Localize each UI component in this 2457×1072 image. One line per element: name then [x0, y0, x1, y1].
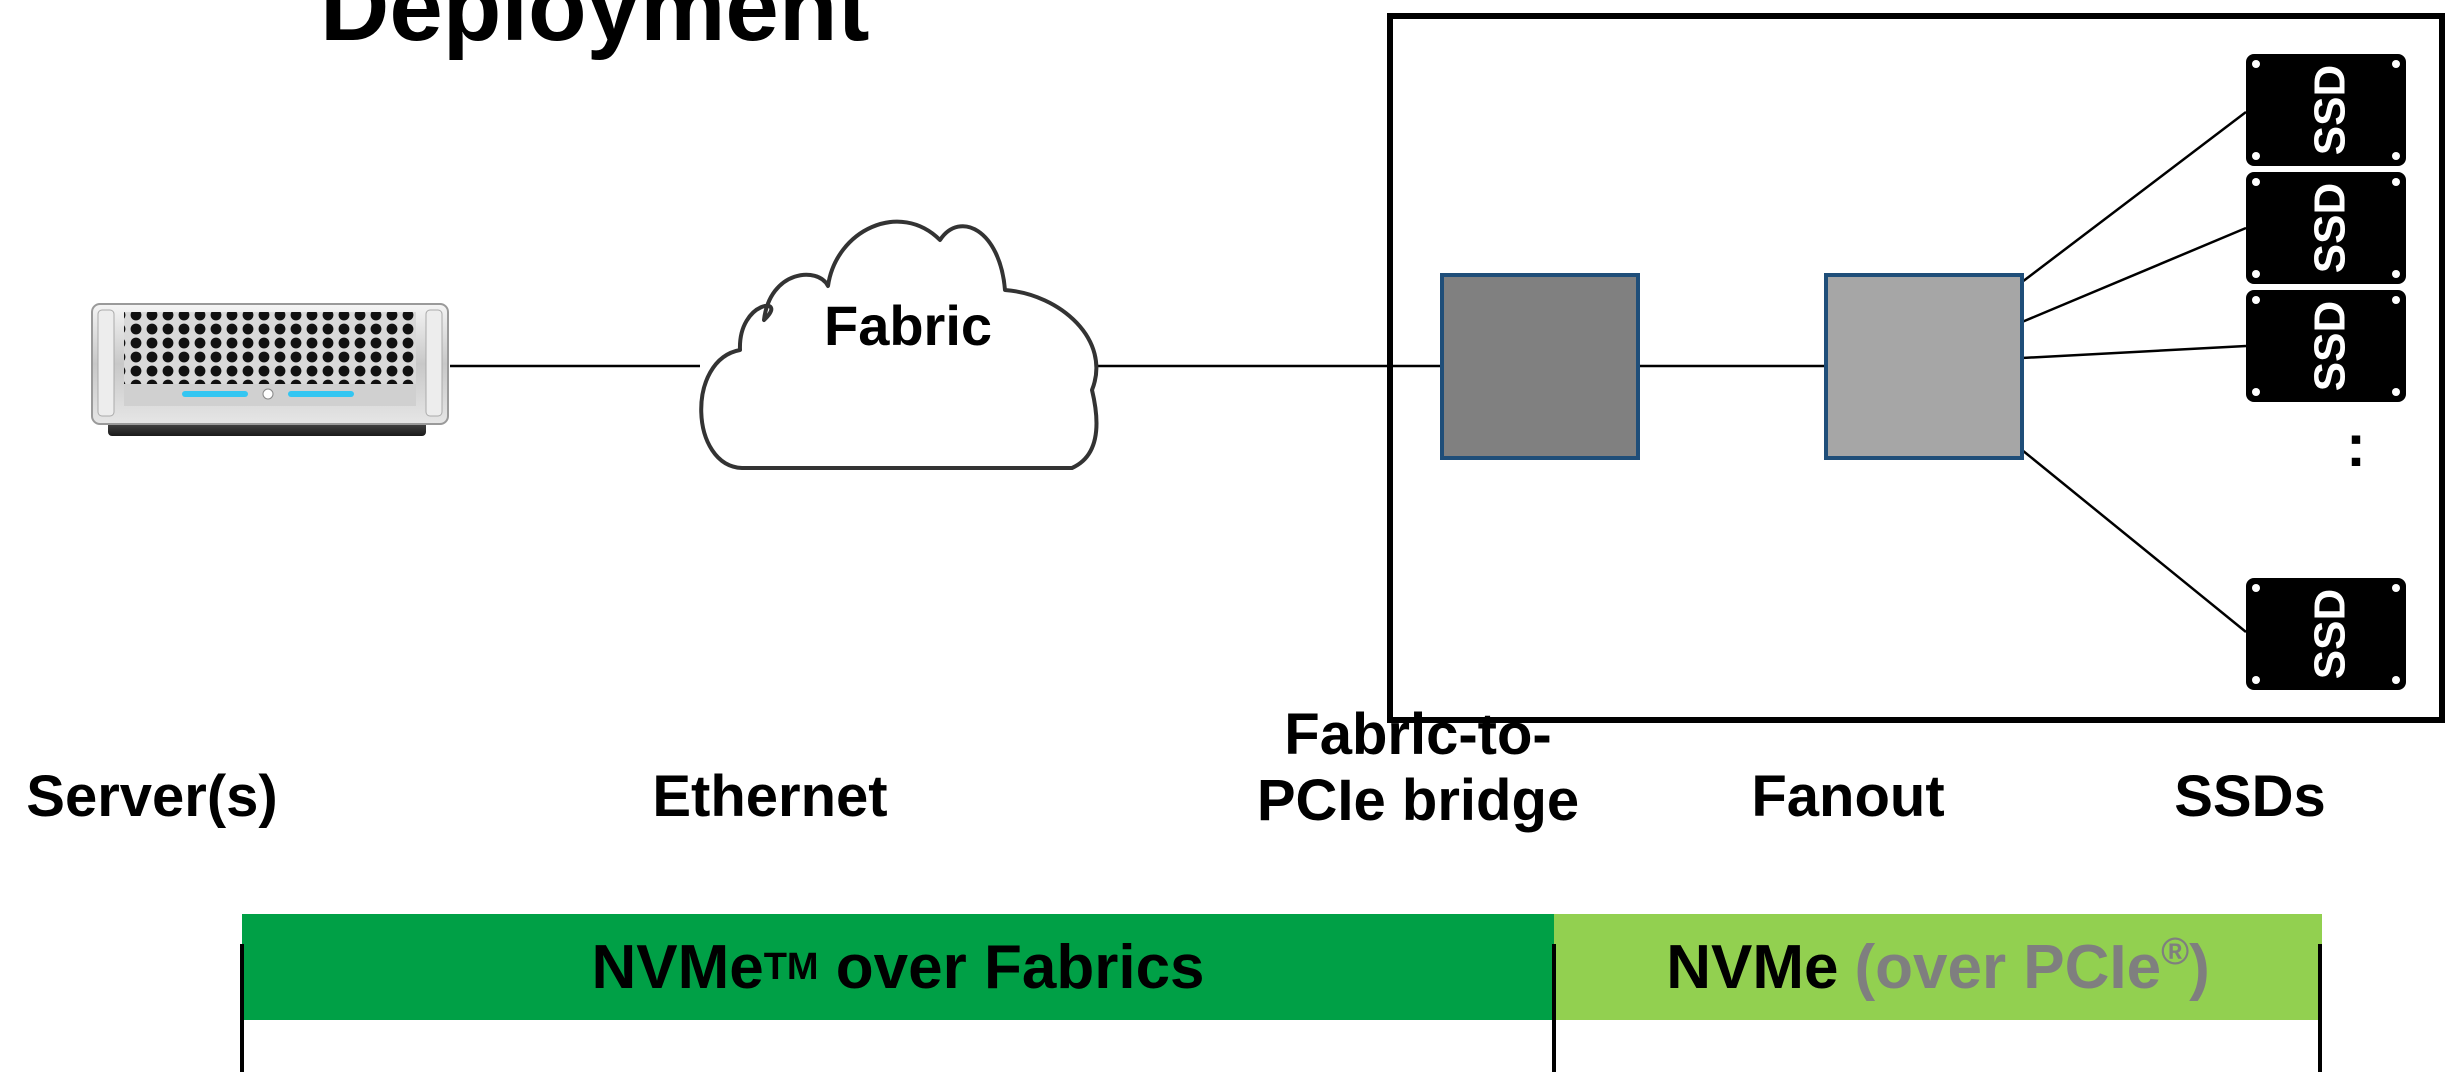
ssd-label: SSD	[2306, 65, 2355, 155]
ssd-screw	[2252, 296, 2260, 304]
ssd-screw	[2252, 270, 2260, 278]
ssd-screw	[2392, 584, 2400, 592]
cloud-icon	[699, 219, 1099, 470]
ssd-screw	[2252, 584, 2260, 592]
ssd-body	[2246, 172, 2406, 284]
page-title: Deployment	[320, 0, 870, 61]
ssd-drive-1: SSD	[2246, 54, 2406, 166]
fabric-cloud-label: Fabric	[824, 294, 993, 357]
ssd-screw	[2252, 60, 2260, 68]
bridge-label-line2: PCIe bridge	[1256, 768, 1580, 834]
ssd-label: SSD	[2306, 301, 2355, 391]
servers-label: Server(s)	[26, 764, 278, 829]
ethernet-label: Ethernet	[652, 764, 888, 829]
ssd-body	[2246, 290, 2406, 402]
ssd-body	[2246, 54, 2406, 166]
ssd-screw	[2252, 388, 2260, 396]
ssd-label: SSD	[2306, 183, 2355, 273]
nvmeof-prefix: NVMe	[591, 932, 764, 1002]
nvmeof-suffix: over Fabrics	[818, 932, 1205, 1002]
fanout-to-ssd-3-line	[2021, 344, 2247, 360]
ssd-screw	[2392, 270, 2400, 278]
nvme-over-pcie-bar: NVMe(over PCIe®)	[1554, 914, 2322, 1020]
ssd-drive-2: SSD	[2246, 172, 2406, 284]
bracket-tick-middle	[1552, 944, 1556, 1072]
ssd-screw	[2392, 296, 2400, 304]
bridge-label: Fabric-to- PCIe bridge	[1257, 702, 1579, 834]
ssd-drive-4: SSD	[2246, 578, 2406, 690]
trademark-mark: TM	[763, 945, 819, 988]
pcie-close-paren: )	[2189, 933, 2210, 1002]
ssd-screw	[2392, 178, 2400, 186]
storage-enclosure	[1387, 13, 2445, 723]
nvme-prefix: NVMe	[1666, 932, 1839, 1002]
ssd-screw	[2392, 60, 2400, 68]
bracket-tick-right	[2318, 944, 2322, 1072]
bridge-label-line1: Fabric-to-	[1284, 702, 1552, 767]
fanout-to-ssd-1-line	[2021, 111, 2247, 283]
ssd-ellipsis: :	[2346, 412, 2366, 479]
registered-mark: ®	[2161, 931, 2190, 973]
connection-lines	[450, 111, 2247, 633]
ssd-screw	[2252, 178, 2260, 186]
pcie-text: (over PCIe	[1854, 933, 2162, 1002]
nvme-over-pcie-note: (over PCIe®)	[1854, 931, 2209, 1003]
ssd-body	[2246, 578, 2406, 690]
fanout-to-ssd-2-line	[2021, 226, 2247, 324]
ssd-drive-3: SSD	[2246, 290, 2406, 402]
ssd-label: SSD	[2306, 589, 2355, 679]
fanout-label: Fanout	[1751, 764, 1945, 829]
ssd-screw	[2252, 152, 2260, 160]
ssds-label: SSDs	[2174, 764, 2326, 829]
ssd-screw	[2392, 388, 2400, 396]
ssd-screw	[2392, 676, 2400, 684]
bracket-tick-left	[240, 944, 244, 1072]
fanout-box	[1824, 273, 2024, 460]
server-icon	[91, 303, 449, 436]
fanout-to-ssd-4-line	[2021, 449, 2247, 633]
ssd-screw	[2252, 676, 2260, 684]
ssd-screw	[2392, 152, 2400, 160]
ssd-stack: SSD SSD SSD SSD	[2246, 54, 2406, 690]
bridge-box	[1440, 273, 1640, 460]
